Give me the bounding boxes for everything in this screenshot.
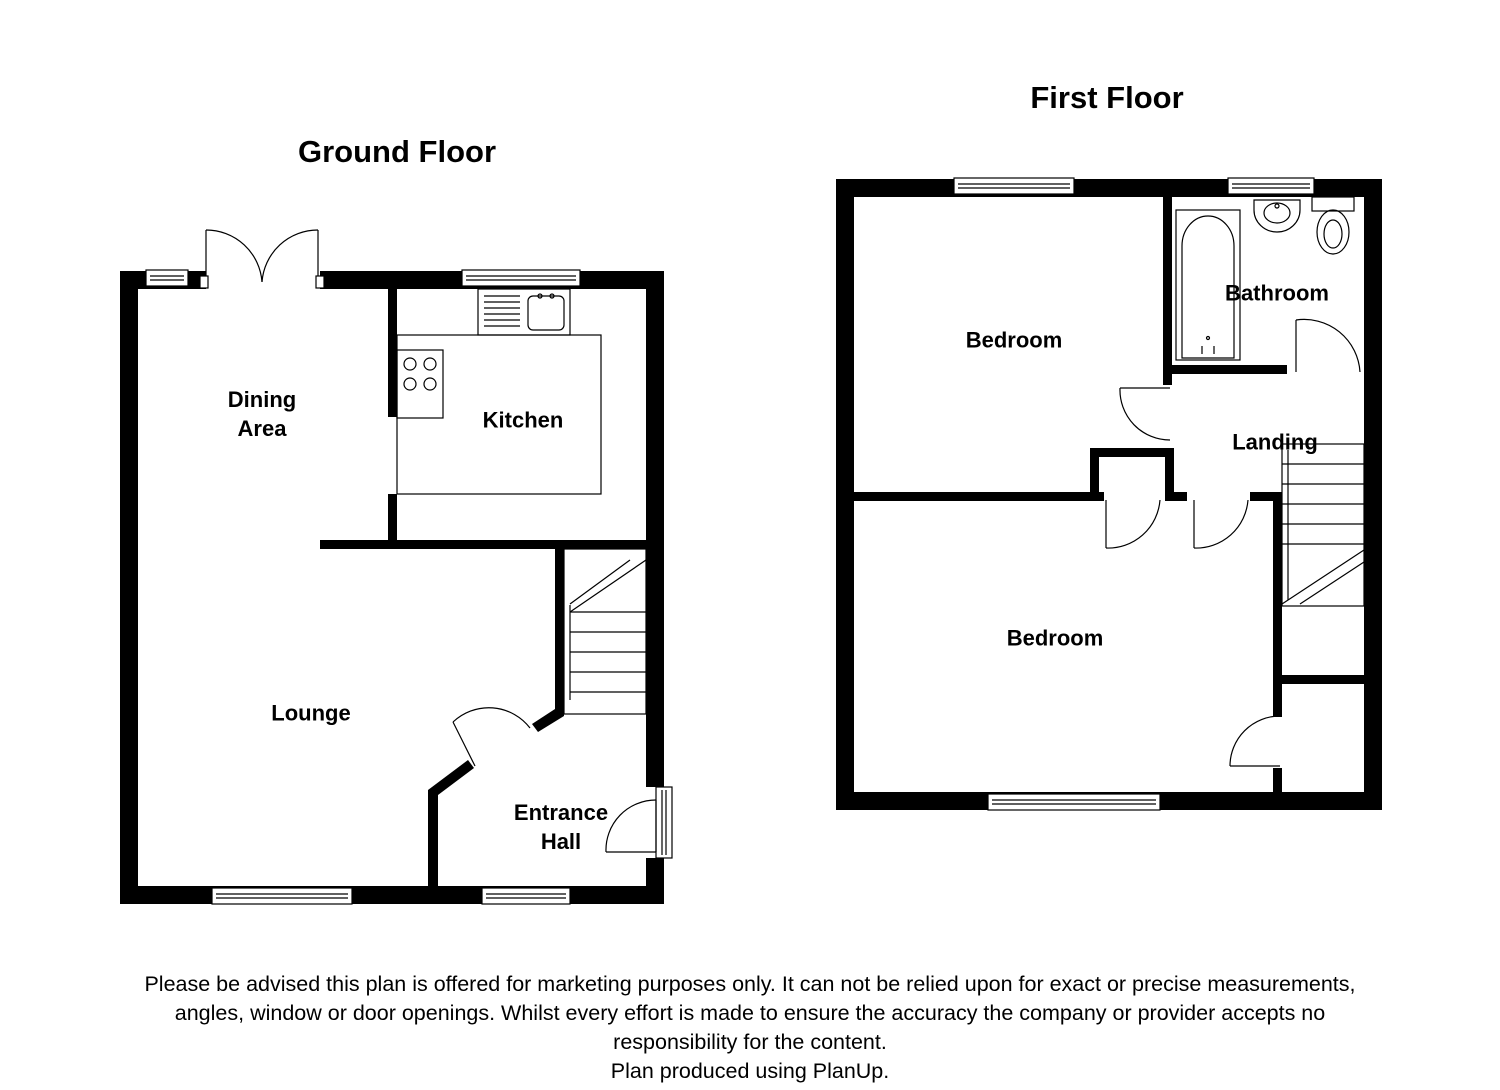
- room-label-dining-line1: Dining: [227, 387, 297, 412]
- lounge-kitchen-wall: [320, 540, 646, 549]
- ground-left-wall: [120, 271, 138, 904]
- room-label-bedroom-1: Bedroom: [965, 327, 1063, 353]
- first-stairs: [1281, 443, 1365, 607]
- first-floor-plan: [836, 179, 1382, 810]
- room-label-landing: Landing: [1232, 429, 1318, 455]
- first-left-wall: [836, 179, 854, 810]
- disclaimer: Please be advised this plan is offered f…: [0, 970, 1500, 1086]
- room-label-bathroom: Bathroom: [1225, 280, 1329, 306]
- room-label-entrance-hall: Entrance Hall: [514, 798, 608, 856]
- bathroom-left-wall: [1163, 197, 1172, 385]
- room-label-dining-area: Dining Area: [228, 385, 296, 443]
- lounge-window: [211, 887, 353, 905]
- kitchen-wall-lower: [388, 494, 397, 540]
- room-label-bedroom-2: Bedroom: [1006, 625, 1104, 651]
- floor-plan-drawing: [120, 177, 1382, 905]
- kitchen-wall-upper: [388, 289, 397, 417]
- first-floor-title: First Floor: [1030, 80, 1184, 115]
- hall-wall-angle: [428, 760, 474, 886]
- kitchen-sink: [477, 288, 571, 336]
- ground-right-wall-lower: [646, 858, 664, 904]
- basin: [1253, 199, 1301, 233]
- ground-window-top-left: [145, 269, 189, 287]
- bathroom-bottom-wall: [1163, 365, 1287, 374]
- room-label-dining-line2: Area: [237, 416, 287, 441]
- bath: [1175, 209, 1241, 361]
- ground-right-wall-upper: [646, 271, 664, 787]
- disclaimer-line-2: angles, window or door openings. Whilst …: [174, 1001, 1326, 1025]
- ground-bottom-wall: [120, 886, 664, 904]
- stair-wall-angle: [532, 704, 564, 732]
- room-label-entrance-line1: Entrance: [513, 800, 609, 825]
- bathroom-window: [1227, 177, 1315, 195]
- room-label-lounge: Lounge: [271, 700, 351, 726]
- kitchen-window: [461, 269, 581, 287]
- ground-floor-title: Ground Floor: [297, 134, 497, 169]
- disclaimer-line-1: Please be advised this plan is offered f…: [144, 972, 1356, 996]
- room-label-kitchen: Kitchen: [482, 407, 564, 433]
- disclaimer-line-4: Plan produced using PlanUp.: [610, 1059, 890, 1083]
- wc: [1311, 196, 1355, 212]
- disclaimer-line-3: responsibility for the content.: [613, 1030, 887, 1054]
- stair-wall: [555, 549, 564, 714]
- hall-window: [481, 887, 571, 905]
- room-label-entrance-line2: Hall: [540, 829, 582, 854]
- bedroom2-window: [987, 793, 1161, 811]
- bedroom-divider: [854, 492, 1104, 501]
- bedroom1-window: [953, 177, 1075, 195]
- ground-floor-fixtures: [145, 229, 673, 905]
- first-floor-fixtures: [953, 177, 1365, 811]
- first-right-wall: [1364, 179, 1382, 810]
- kitchen-hob: [396, 349, 444, 419]
